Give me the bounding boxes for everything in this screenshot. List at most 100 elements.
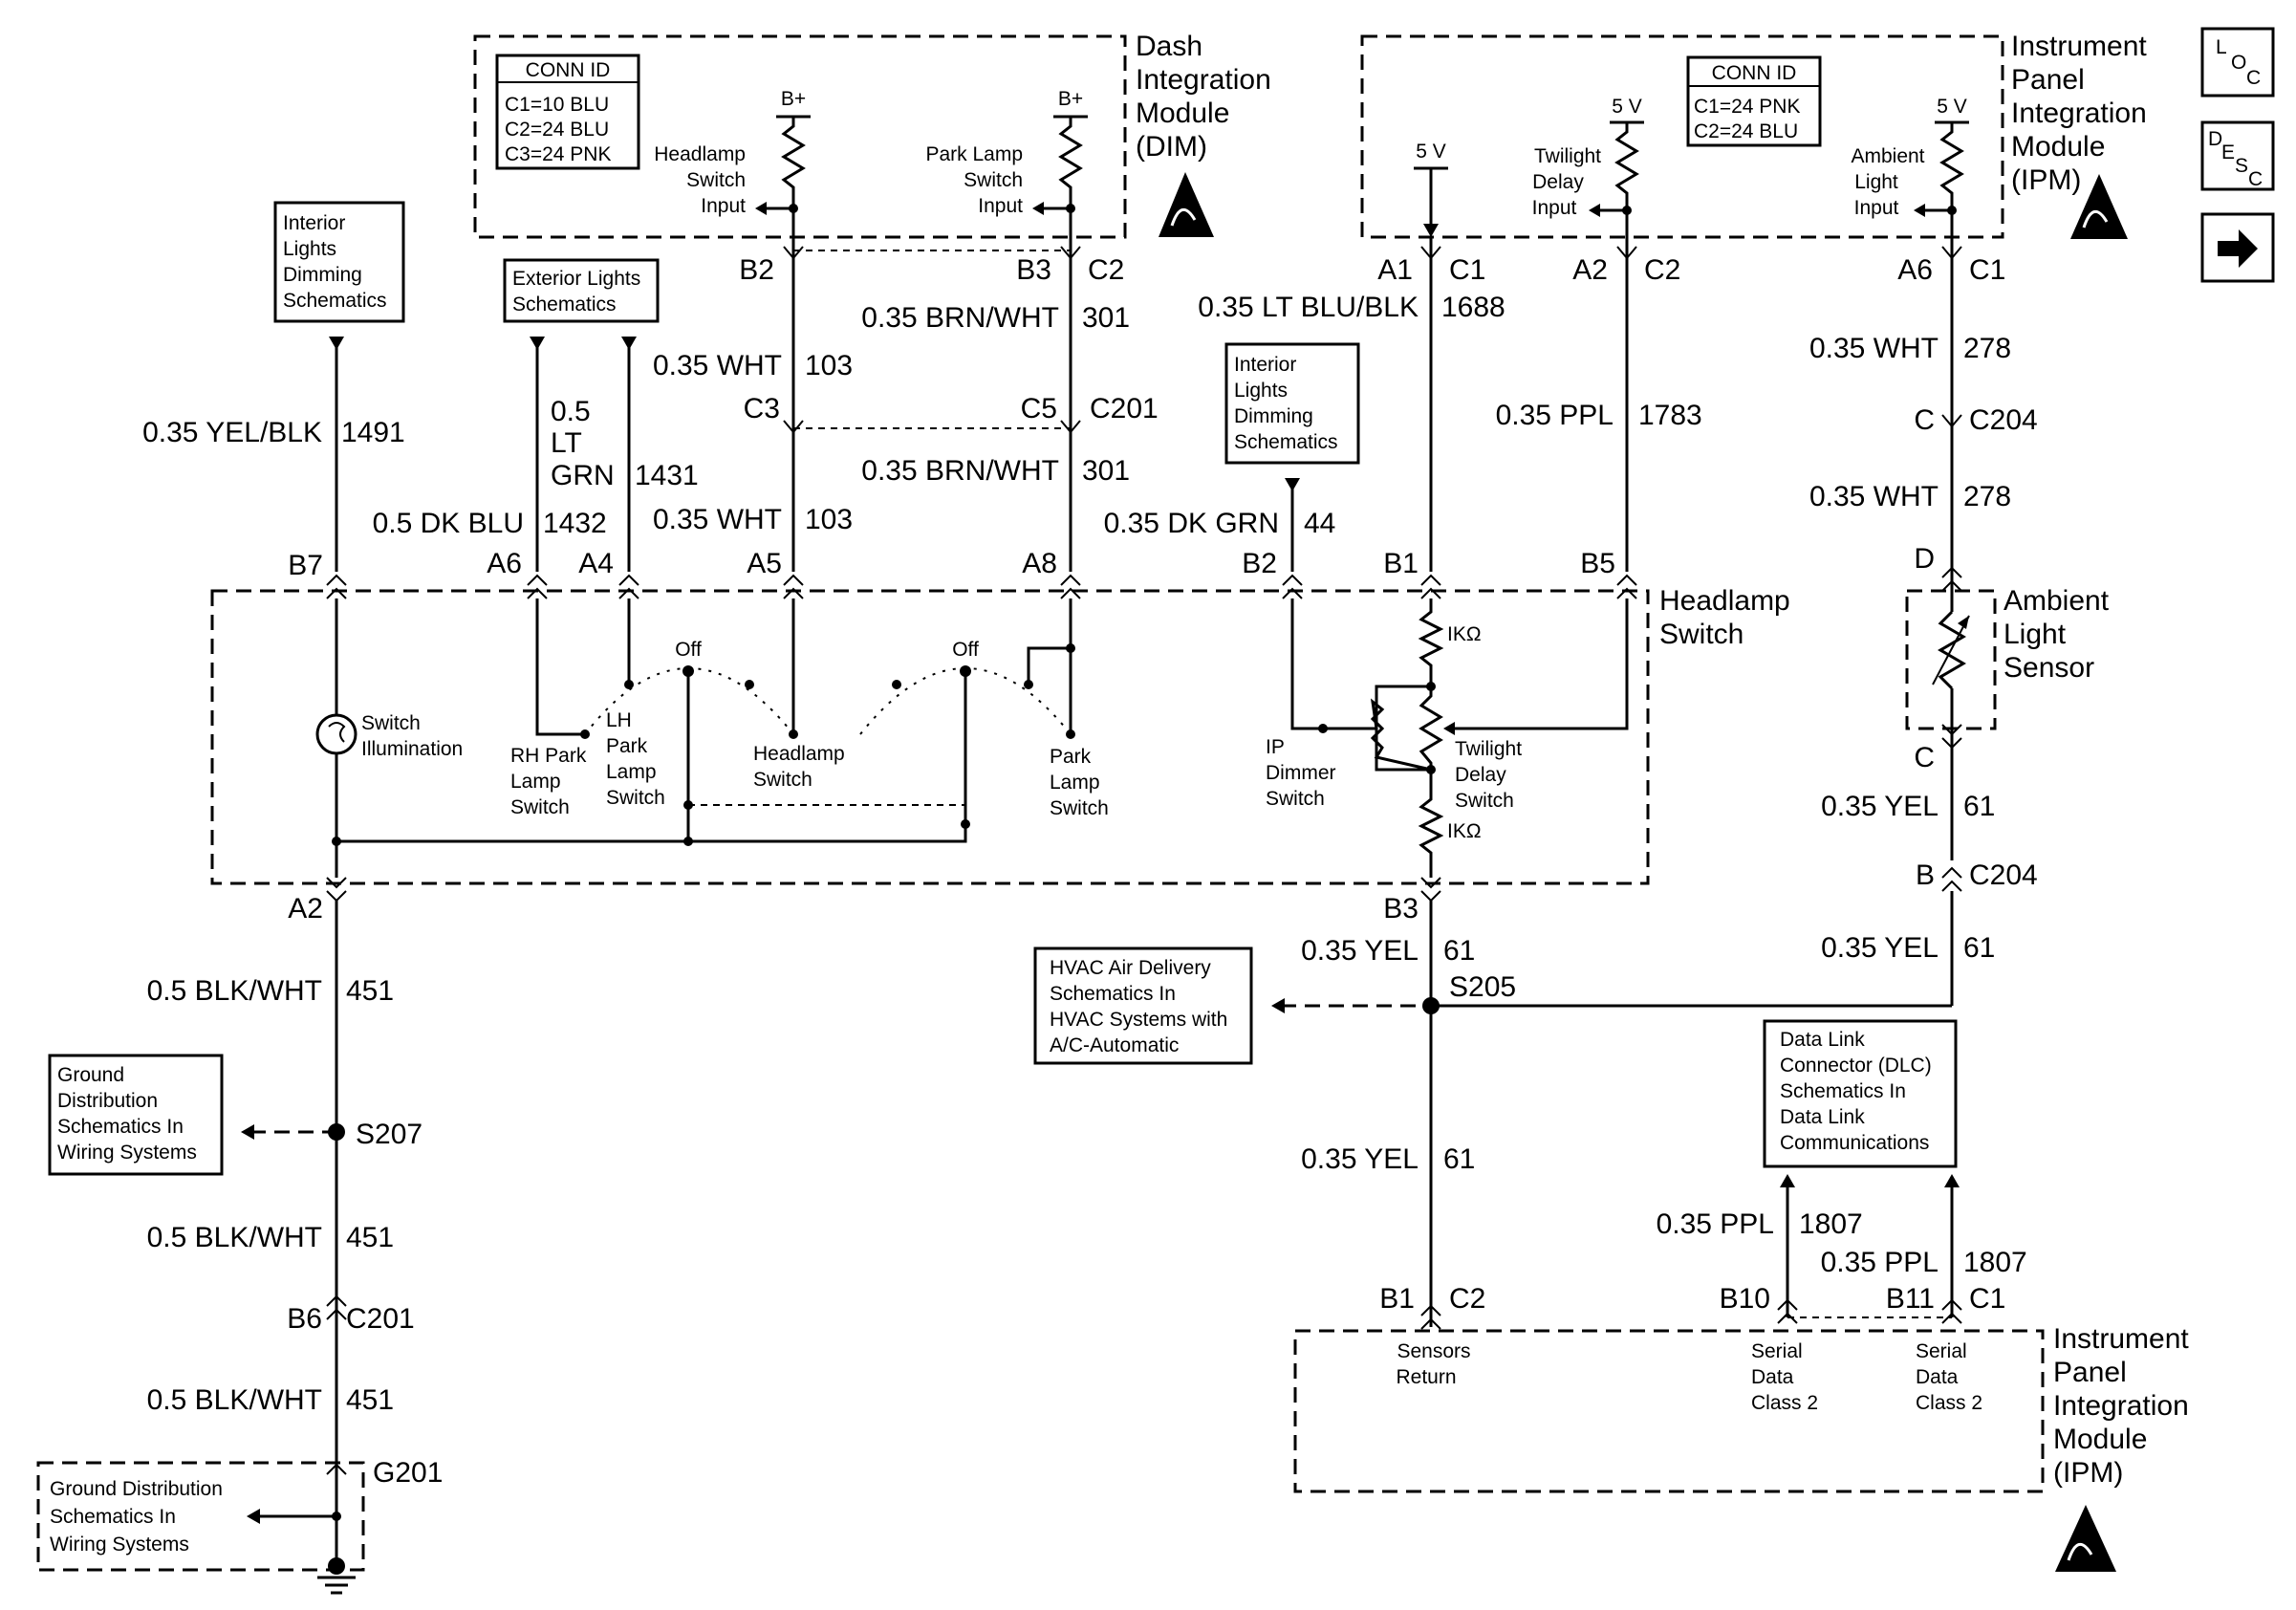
svg-text:44: 44: [1304, 508, 1335, 539]
switch-illumination: Switch Illumination: [315, 598, 463, 878]
svg-text:B10: B10: [1720, 1283, 1770, 1315]
svg-text:Sensor: Sensor: [2004, 652, 2094, 684]
svg-text:0.5 BLK/WHT: 0.5 BLK/WHT: [147, 975, 322, 1007]
svg-text:(IPM): (IPM): [2011, 164, 2081, 196]
svg-text:Distribution: Distribution: [57, 1090, 158, 1112]
svg-text:C204: C204: [1969, 404, 2038, 436]
svg-text:451: 451: [346, 1384, 394, 1416]
svg-text:278: 278: [1963, 481, 2011, 512]
svg-text:0.35 YEL: 0.35 YEL: [1821, 791, 1939, 822]
svg-text:Interior: Interior: [1234, 354, 1296, 376]
svg-text:0.35 DK GRN: 0.35 DK GRN: [1104, 508, 1279, 539]
svg-text:C2: C2: [1088, 254, 1124, 286]
interior-lights-dimming-ref-left[interactable]: Interior Lights Dimming Schematics: [273, 201, 405, 323]
svg-text:GRN: GRN: [551, 460, 615, 491]
svg-text:Headlamp: Headlamp: [654, 143, 746, 165]
svg-text:278: 278: [1963, 333, 2011, 364]
desc-icon[interactable]: D E S C: [2200, 120, 2275, 191]
dim-pins: B2 B3 C2 C3 C5 C201: [739, 254, 1158, 424]
ground-distribution-ref[interactable]: Ground Distribution Schematics In Wiring…: [48, 1054, 224, 1176]
headlamp-switch-pin-chevrons: [326, 574, 1637, 599]
svg-text:0.35 PPL: 0.35 PPL: [1496, 400, 1614, 431]
svg-text:HVAC Air Delivery: HVAC Air Delivery: [1050, 957, 1211, 979]
svg-text:C: C: [1914, 404, 1935, 436]
svg-text:Dimming: Dimming: [1234, 405, 1313, 427]
svg-text:0.35 LT BLU/BLK: 0.35 LT BLU/BLK: [1198, 292, 1419, 323]
svg-text:CONN ID: CONN ID: [526, 59, 611, 81]
svg-text:A2: A2: [1572, 254, 1608, 286]
svg-text:1807: 1807: [1963, 1247, 2027, 1278]
twilight-delay-input: 5 V Twilight Delay Input: [1532, 96, 1644, 237]
dimmer-resistor-chain: IKΩ IKΩ: [1375, 598, 1482, 878]
svg-text:Switch: Switch: [361, 712, 421, 734]
svg-text:Data Link: Data Link: [1780, 1029, 1865, 1051]
interior-lights-dimming-ref-mid[interactable]: Interior Lights Dimming Schematics: [1224, 342, 1360, 465]
svg-text:Ground: Ground: [57, 1064, 124, 1086]
svg-text:103: 103: [805, 350, 853, 381]
svg-text:0.5: 0.5: [551, 396, 591, 427]
rh-park-lamp-switch: RH Park Lamp Switch: [510, 598, 590, 818]
svg-text:Light: Light: [2004, 619, 2067, 650]
svg-text:Communications: Communications: [1780, 1132, 1929, 1154]
svg-text:Delay: Delay: [1455, 764, 1506, 786]
svg-text:0.35 YEL: 0.35 YEL: [1301, 935, 1419, 967]
svg-text:1431: 1431: [635, 460, 699, 491]
svg-text:Panel: Panel: [2011, 64, 2085, 96]
ipm-5v-source: 5 V: [1414, 141, 1448, 237]
svg-text:5 V: 5 V: [1612, 96, 1642, 118]
svg-text:Schematics In: Schematics In: [57, 1116, 184, 1138]
dlc-ref[interactable]: Data Link Connector (DLC) Schematics In …: [1763, 1019, 1958, 1168]
right-arrow-icon[interactable]: [2200, 212, 2275, 283]
svg-text:(DIM): (DIM): [1136, 131, 1207, 163]
svg-text:0.35 YEL: 0.35 YEL: [1301, 1143, 1419, 1175]
wire-1491-gauge: 0.35 YEL/BLK: [142, 417, 322, 448]
loc-icon[interactable]: L O C: [2200, 27, 2275, 98]
svg-text:61: 61: [1963, 791, 1995, 822]
svg-text:B: B: [1916, 859, 1935, 891]
ground-distribution-ref-2[interactable]: Ground Distribution Schematics In Wiring…: [50, 1478, 223, 1556]
hvac-ref[interactable]: HVAC Air Delivery Schematics In HVAC Sys…: [1033, 946, 1253, 1065]
svg-text:B2: B2: [739, 254, 774, 286]
esd-icon-ipm-bottom: [2055, 1505, 2116, 1572]
svg-text:Headlamp: Headlamp: [753, 743, 845, 765]
svg-text:B11: B11: [1886, 1283, 1935, 1315]
svg-text:0.35 WHT: 0.35 WHT: [653, 504, 782, 535]
svg-text:Data Link: Data Link: [1780, 1106, 1865, 1128]
svg-text:0.35 WHT: 0.35 WHT: [653, 350, 782, 381]
svg-text:Park: Park: [606, 735, 648, 757]
park-lamp-switch-contact: Park Lamp Switch: [1027, 598, 1109, 819]
headlamp-switch-box: [210, 589, 1650, 885]
svg-text:Class 2: Class 2: [1751, 1392, 1818, 1414]
svg-text:B1: B1: [1379, 1283, 1415, 1315]
svg-text:G201: G201: [373, 1457, 443, 1489]
exterior-lights-ref[interactable]: Exterior Lights Schematics: [503, 258, 660, 323]
svg-text:Switch: Switch: [1659, 619, 1744, 650]
svg-text:Dimming: Dimming: [283, 264, 362, 286]
svg-text:61: 61: [1443, 935, 1475, 967]
svg-text:1783: 1783: [1638, 400, 1702, 431]
svg-text:Switch: Switch: [1455, 790, 1514, 812]
svg-text:Return: Return: [1396, 1366, 1456, 1388]
svg-text:Serial: Serial: [1751, 1340, 1803, 1362]
svg-text:Wiring Systems: Wiring Systems: [50, 1534, 189, 1556]
ip-dimmer-switch: IP Dimmer Switch: [1266, 598, 1432, 810]
svg-text:Class 2: Class 2: [1916, 1392, 1982, 1414]
svg-text:A/C-Automatic: A/C-Automatic: [1050, 1034, 1179, 1056]
ipm-top-module-box: [1360, 34, 2004, 239]
svg-text:0.35 BRN/WHT: 0.35 BRN/WHT: [861, 302, 1059, 334]
svg-text:Input: Input: [701, 195, 746, 217]
svg-text:Wiring Systems: Wiring Systems: [57, 1142, 197, 1164]
esd-icon-ipm-top: [2070, 174, 2128, 239]
esd-icon-dim: [1159, 172, 1214, 237]
headlamp-switch-bottom-pins: A2 B3: [288, 877, 1441, 925]
svg-text:Interior: Interior: [283, 212, 345, 234]
lh-park-lamp-switch: LH Park Lamp Switch: [606, 598, 665, 809]
svg-text:61: 61: [1443, 1143, 1475, 1175]
svg-text:0.35 BRN/WHT: 0.35 BRN/WHT: [861, 455, 1059, 487]
svg-text:A5: A5: [747, 548, 782, 579]
svg-text:Park Lamp: Park Lamp: [925, 143, 1023, 165]
svg-text:C: C: [2248, 168, 2263, 190]
svg-text:0.5 BLK/WHT: 0.5 BLK/WHT: [147, 1222, 322, 1253]
svg-text:Lights: Lights: [283, 238, 336, 260]
svg-text:1688: 1688: [1441, 292, 1505, 323]
